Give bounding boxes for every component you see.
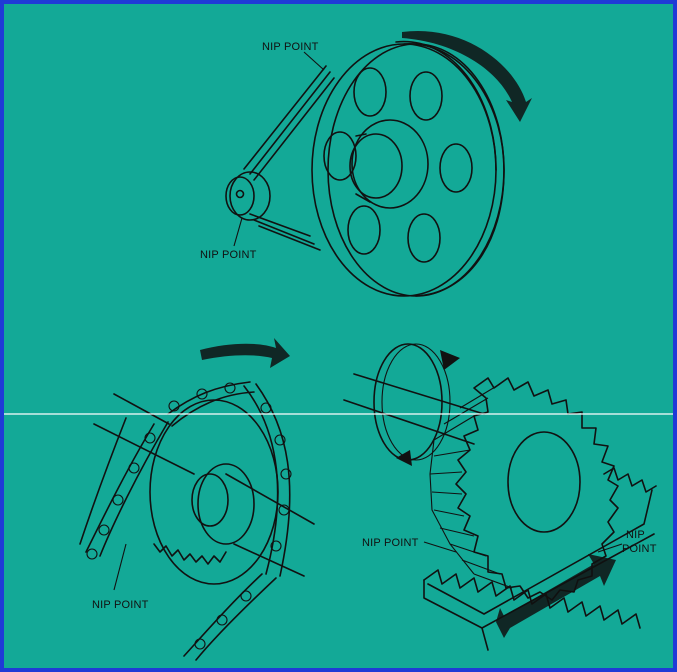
pulley-hole: [353, 67, 387, 117]
pinion-shaft: [343, 399, 475, 445]
curved-arrow-clockwise-icon: [200, 338, 290, 368]
chain-sprocket-drive: NIP POINT: [79, 338, 315, 661]
belt-pulley-drive: NIP POINT NIP POINT: [200, 30, 532, 297]
nip-point-label-line1: NIP: [626, 529, 645, 541]
curved-arrow-clockwise-icon: [402, 30, 532, 123]
nip-point-label: NIP POINT: [362, 537, 419, 549]
sprocket-hub: [197, 463, 255, 545]
belt-upper-strand: [243, 65, 327, 170]
small-pulley: [229, 171, 271, 221]
pulley-shaft: [349, 133, 403, 199]
nip-point-label-line2: POINT: [622, 543, 657, 555]
nip-points-illustration: NIP POINT NIP POINT: [4, 4, 673, 668]
nip-point-label: NIP POINT: [262, 41, 319, 53]
nip-point-label: NIP POINT: [92, 599, 149, 611]
background: [4, 4, 673, 668]
pinion-bore: [507, 431, 581, 533]
pulley-hub: [351, 119, 429, 209]
large-pulley: [311, 43, 497, 297]
sprocket-shaft-left: [93, 423, 195, 475]
nip-point-label: NIP POINT: [200, 249, 257, 261]
rack-pinion-drive: NIP POINT NIP POINT: [343, 343, 657, 651]
double-headed-arrow-icon: [496, 554, 616, 638]
